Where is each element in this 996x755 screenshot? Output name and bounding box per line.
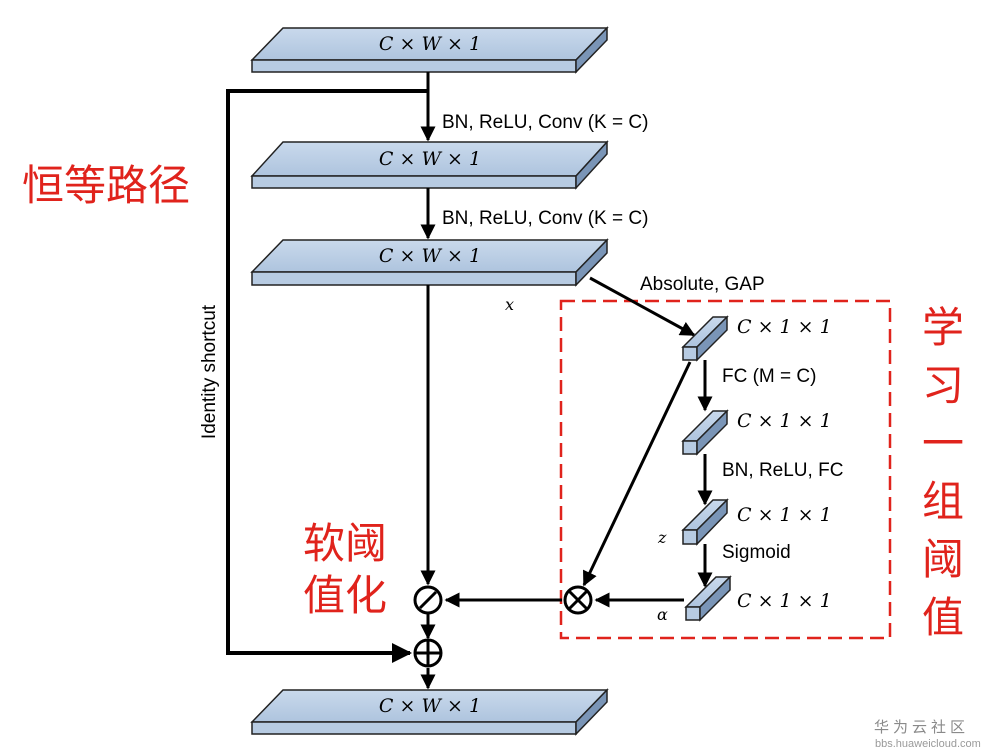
slab-after-conv1: C × W × 1: [250, 140, 609, 190]
identity-path-annotation: 恒等路径: [22, 161, 190, 210]
threshold-subnetwork-box: [559, 299, 892, 640]
vector-alpha-label: C × 1 × 1: [737, 590, 832, 612]
soft-threshold-annotation-line1: 软阈: [303, 519, 387, 568]
learn-char-2: 习: [922, 361, 964, 410]
slab-after-conv1-label: C × W × 1: [379, 148, 481, 170]
add-symbol: [413, 638, 443, 668]
op-fc-label: FC (M = C): [722, 366, 816, 387]
vector-fc1-label: C × 1 × 1: [737, 410, 832, 432]
identity-shortcut-path: [226, 89, 428, 663]
slab-input-label: C × W × 1: [379, 33, 481, 55]
learn-thresholds-annotation: 学 习 一 组 阈 值: [922, 303, 964, 642]
vector-fc1: C × 1 × 1: [681, 409, 832, 456]
vector-fc2: C × 1 × 1: [681, 498, 832, 546]
arrow-gap-to-multiply: [582, 361, 692, 587]
identity-shortcut-label: Identity shortcut: [199, 304, 220, 439]
learn-char-4: 组: [922, 477, 964, 526]
vector-gap: C × 1 × 1: [681, 315, 832, 362]
var-x-label: x: [505, 295, 514, 314]
multiply-symbol: [563, 585, 593, 615]
op-conv2-label: BN, ReLU, Conv (K = C): [442, 208, 648, 229]
watermark-url: bbs.huaweicloud.com: [875, 738, 981, 750]
slab-output: C × W × 1: [250, 688, 609, 736]
learn-char-6: 值: [922, 593, 964, 642]
op-abs-gap-label: Absolute, GAP: [640, 274, 765, 295]
slab-after-conv2: C × W × 1: [250, 238, 609, 287]
var-alpha-label: α: [657, 605, 668, 624]
soft-threshold-annotation-line2: 值化: [303, 571, 387, 620]
arrow-abs-gap: [589, 276, 696, 337]
learn-char-5: 阈: [922, 535, 964, 584]
vector-alpha: C × 1 × 1: [684, 575, 832, 622]
vector-gap-label: C × 1 × 1: [737, 316, 832, 338]
op-sigmoid-label: Sigmoid: [722, 542, 791, 563]
slab-input: C × W × 1: [250, 26, 609, 74]
op-bn-relu-fc-label: BN, ReLU, FC: [722, 460, 843, 481]
slab-output-label: C × W × 1: [379, 695, 481, 717]
var-z-label: z: [657, 528, 667, 547]
watermark-brand: 华为云社区: [874, 718, 969, 736]
learn-char-1: 学: [922, 303, 964, 352]
slab-after-conv2-label: C × W × 1: [379, 245, 481, 267]
vector-fc2-label: C × 1 × 1: [737, 504, 832, 526]
learn-char-3: 一: [922, 419, 964, 468]
soft-threshold-symbol: [413, 585, 443, 615]
op-conv1-label: BN, ReLU, Conv (K = C): [442, 112, 648, 133]
